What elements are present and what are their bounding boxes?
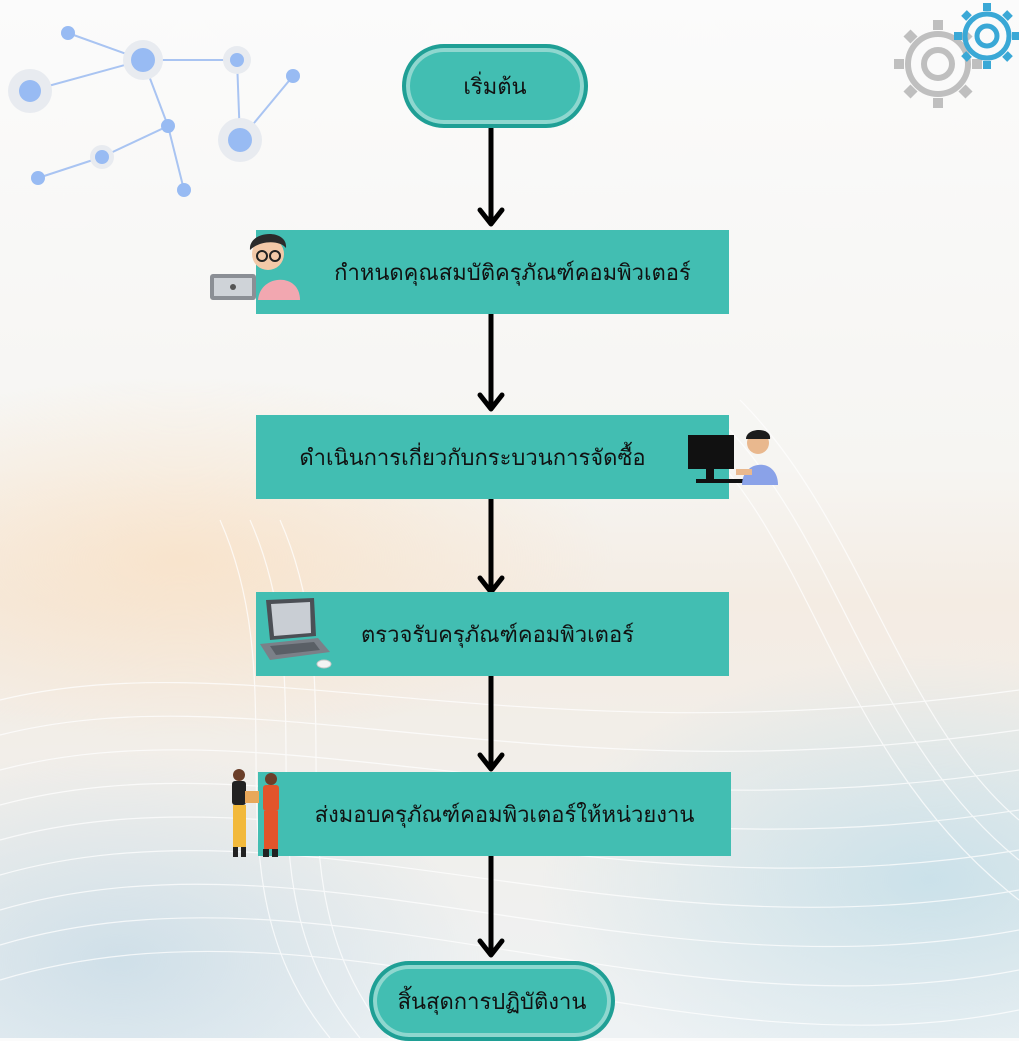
gears-icon xyxy=(894,3,1019,108)
end-label: สิ้นสุดการปฏิบัติงาน xyxy=(397,989,587,1015)
person-at-computer-icon xyxy=(688,430,778,485)
step-2-label: ดำเนินการเกี่ยวกับกระบวนการจัดซื้อ xyxy=(299,445,646,471)
arrow-step1-to-step2 xyxy=(477,310,505,412)
process-step-deliver: ส่งมอบครุภัณฑ์คอมพิวเตอร์ให้หน่วยงาน xyxy=(258,772,731,856)
person-with-laptop-icon xyxy=(210,233,300,300)
laptop-and-mouse-icon xyxy=(260,598,332,669)
step-1-label: กำหนดคุณสมบัติครุภัณฑ์คอมพิวเตอร์ xyxy=(334,260,691,286)
start-label: เริ่มต้น xyxy=(463,74,527,100)
process-step-inspect: ตรวจรับครุภัณฑ์คอมพิวเตอร์ xyxy=(256,592,729,676)
start-node: เริ่มต้น xyxy=(402,44,588,128)
step-4-label: ส่งมอบครุภัณฑ์คอมพิวเตอร์ให้หน่วยงาน xyxy=(314,802,695,828)
process-step-procurement: ดำเนินการเกี่ยวกับกระบวนการจัดซื้อ xyxy=(256,415,729,499)
process-step-define-specs: กำหนดคุณสมบัติครุภัณฑ์คอมพิวเตอร์ xyxy=(256,230,729,314)
network-nodes-icon xyxy=(8,26,300,197)
handover-people-icon xyxy=(232,769,279,857)
arrow-step2-to-step3 xyxy=(477,494,505,595)
arrow-step4-to-end xyxy=(477,853,505,958)
arrow-start-to-step1 xyxy=(477,124,505,227)
step-3-label: ตรวจรับครุภัณฑ์คอมพิวเตอร์ xyxy=(361,622,634,648)
arrow-step3-to-step4 xyxy=(477,672,505,772)
end-node: สิ้นสุดการปฏิบัติงาน xyxy=(369,961,615,1041)
